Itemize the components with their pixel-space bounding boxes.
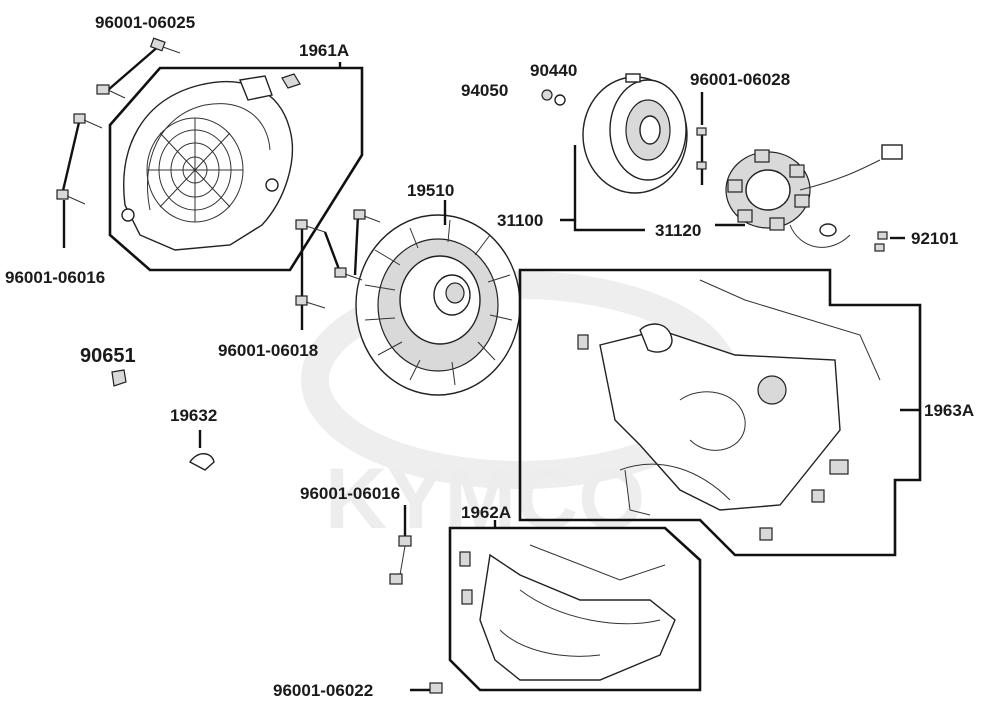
shroud-bolts: [56, 37, 181, 248]
fan-shroud-drawing: [121, 73, 301, 251]
lower-cover-drawing: [459, 544, 676, 681]
label-96001-06016-lower: 96001-06016: [300, 484, 400, 503]
lower-cover-group-outline: [448, 526, 702, 692]
fan-bolts: [295, 209, 381, 330]
label-96001-06018: 96001-06018: [218, 341, 318, 360]
label-1963A: 1963A: [924, 401, 974, 420]
stator-drawing: [696, 127, 903, 252]
engine-cover-group-outline: [518, 268, 922, 557]
label-96001-06028: 96001-06028: [690, 70, 790, 89]
shroud-group-outline: [108, 66, 364, 272]
lower-bolts: [389, 505, 443, 694]
label-90440: 90440: [530, 61, 577, 80]
label-31120: 31120: [655, 221, 701, 240]
label-92101: 92101: [911, 229, 958, 248]
engine-cover-drawing: [577, 279, 881, 541]
label-19510: 19510: [407, 181, 454, 200]
label-96001-06025: 96001-06025: [95, 13, 195, 32]
label-1961A: 1961A: [299, 41, 349, 60]
label-96001-06016-left: 96001-06016: [5, 268, 105, 287]
flywheel-drawing: [541, 73, 688, 194]
label-1962A: 1962A: [461, 503, 511, 522]
label-96001-06022: 96001-06022: [273, 681, 373, 700]
cooling-fan-drawing: [355, 214, 521, 396]
label-31100: 31100: [497, 211, 543, 230]
label-90651: 90651: [80, 345, 136, 367]
label-94050: 94050: [461, 81, 508, 100]
label-19632: 19632: [170, 406, 217, 425]
watermark-text: KYMCO: [325, 451, 645, 547]
small-clips: [111, 369, 215, 471]
